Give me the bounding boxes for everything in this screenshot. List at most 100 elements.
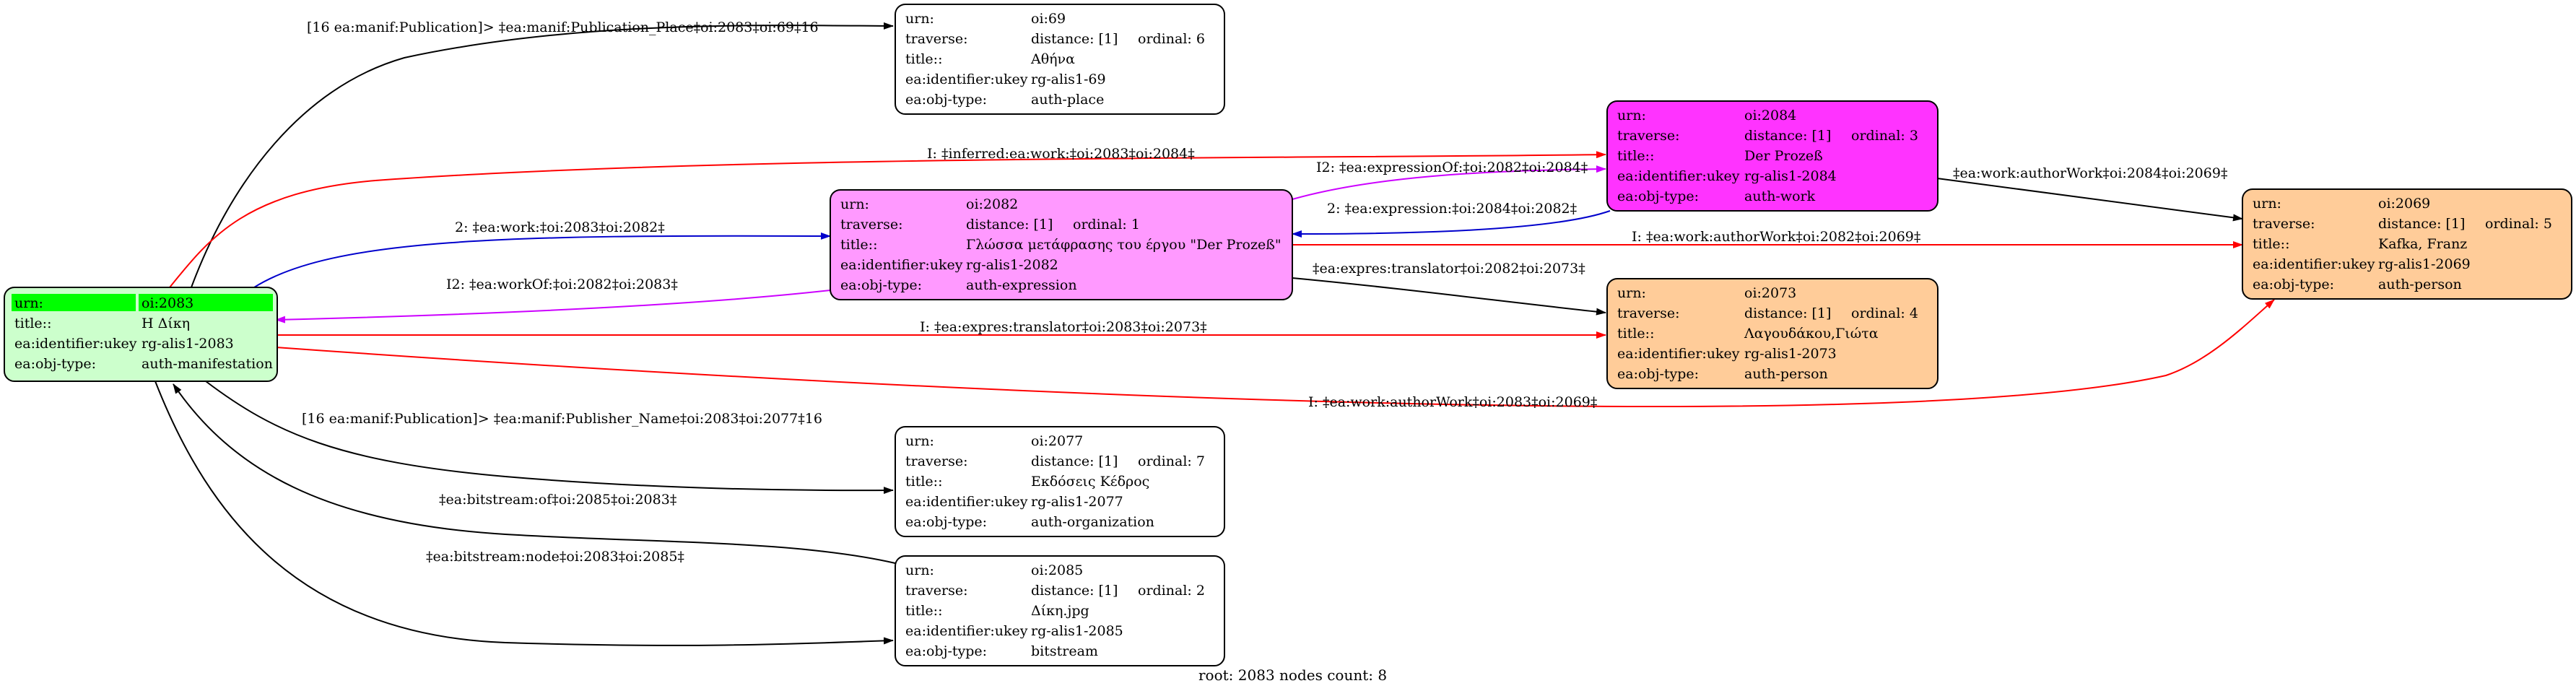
node-row-value: Kafka, Franz <box>2378 236 2467 252</box>
node-row-value: Δίκη.jpg <box>1031 603 1089 619</box>
node-row-key: title:: <box>1617 148 1654 164</box>
edge-publisher <box>205 381 894 495</box>
node-row-key: title:: <box>2253 236 2289 252</box>
node-row-key: urn: <box>905 562 934 578</box>
node-row-key: ea:obj-type: <box>1617 366 1699 382</box>
node-row-key: ea:identifier:ukey <box>14 336 137 352</box>
edge-label-author-work-2083: I: ‡ea:work:authorWork‡oi:2083‡oi:2069‡ <box>1308 394 1597 410</box>
node-row-value: rg-alis1-2082 <box>966 257 1058 273</box>
node-row-value: auth-place <box>1031 92 1104 108</box>
node-row-value: distance: [1] <box>1031 31 1118 47</box>
node-row-value: bitstream <box>1031 643 1098 659</box>
node-row-key: ea:identifier:ukey <box>905 623 1028 639</box>
edge-label-publisher: [16 ea:manif:Publication]> ‡ea:manif:Pub… <box>302 411 822 427</box>
node-row-value: auth-person <box>2378 277 2462 292</box>
node-row-ordinal: ordinal: 6 <box>1138 31 1205 47</box>
edge-bitstream-node <box>155 381 894 646</box>
node-2073[interactable]: urn: oi:2073 traverse: distance: [1] ord… <box>1606 278 1938 389</box>
node-row-value: rg-alis1-69 <box>1031 71 1106 87</box>
node-row-key: ea:identifier:ukey <box>2253 256 2375 272</box>
node-row-key: urn: <box>1617 285 1646 301</box>
edge-label-translator-2083: I: ‡ea:expres:translator‡oi:2083‡oi:2073… <box>920 319 1207 335</box>
node-row-key: traverse: <box>905 583 968 599</box>
edge-label-inferred-work: I: ‡inferred:ea:work:‡oi:2083‡oi:2084‡ <box>927 146 1195 162</box>
edge-author-work-2083 <box>275 299 2275 408</box>
edge-label-author-work-2084: ‡ea:work:authorWork‡oi:2084‡oi:2069‡ <box>1953 165 2227 181</box>
node-row-value: Εκδόσεις Κέδρος <box>1031 474 1149 490</box>
node-row-key: ea:obj-type: <box>905 514 987 530</box>
node-row-ordinal: ordinal: 7 <box>1138 453 1205 469</box>
node-row-value: rg-alis1-2085 <box>1031 623 1123 639</box>
node-row-value: distance: [1] <box>1744 128 1831 144</box>
node-row-value: auth-manifestation <box>142 356 273 372</box>
edge-label-expression: 2: ‡ea:expression:‡oi:2084‡oi:2082‡ <box>1327 201 1577 217</box>
node-row-value: oi:2084 <box>1744 108 1796 123</box>
node-row-key: traverse: <box>905 453 968 469</box>
node-row-key: title:: <box>905 474 942 490</box>
nodes-layer: urn: oi:2083 title:: Η Δίκη ea:identifie… <box>4 4 2572 666</box>
node-row-key: ea:obj-type: <box>840 277 922 293</box>
node-row-key: title:: <box>14 316 51 331</box>
node-row-value: distance: [1] <box>1031 583 1118 599</box>
edge-author-work-2084 <box>1936 178 2243 222</box>
node-row-key: title:: <box>905 603 942 619</box>
node-2084[interactable]: urn: oi:2084 traverse: distance: [1] ord… <box>1606 100 1938 212</box>
node-row-key: traverse: <box>1617 305 1680 321</box>
node-row-key: traverse: <box>840 217 903 232</box>
node-row-key: urn: <box>840 196 869 212</box>
node-2069[interactable]: urn: oi:2069 traverse: distance: [1] ord… <box>2242 188 2572 300</box>
edge-bitstream-of <box>173 383 896 564</box>
edge-publication-place <box>191 22 894 288</box>
node-row-value: Der Prozeß <box>1744 148 1823 164</box>
node-2085[interactable]: urn: oi:2085 traverse: distance: [1] ord… <box>895 555 1225 666</box>
edges-layer: [16 ea:manif:Publication]> ‡ea:manif:Pub… <box>155 19 2275 646</box>
node-row-ordinal: ordinal: 3 <box>1851 128 1918 144</box>
node-row-value: distance: [1] <box>966 217 1053 232</box>
node-row-value: oi:2077 <box>1031 433 1083 449</box>
node-2082[interactable]: urn: oi:2082 traverse: distance: [1] ord… <box>830 189 1293 300</box>
node-69[interactable]: urn: oi:69 traverse: distance: [1] ordin… <box>895 4 1225 115</box>
node-row-key: urn: <box>1617 108 1646 123</box>
edge-label-author-work-2082: I: ‡ea:work:authorWork‡oi:2082‡oi:2069‡ <box>1632 229 1920 245</box>
node-row-value: distance: [1] <box>1744 305 1831 321</box>
node-row-value: auth-work <box>1744 188 1816 204</box>
node-row-key: urn: <box>905 11 934 27</box>
edge-expression <box>1292 210 1611 238</box>
edge-label-bitstream-of: ‡ea:bitstream:of‡oi:2085‡oi:2083‡ <box>439 492 676 508</box>
node-row-key: ea:identifier:ukey <box>905 71 1028 87</box>
node-row-key: ea:obj-type: <box>905 643 987 659</box>
node-root-2083[interactable]: urn: oi:2083 title:: Η Δίκη ea:identifie… <box>4 287 278 382</box>
node-row-key: traverse: <box>1617 128 1680 144</box>
node-row-key: ea:obj-type: <box>14 356 96 372</box>
node-2077[interactable]: urn: oi:2077 traverse: distance: [1] ord… <box>895 426 1225 537</box>
node-row-value: Η Δίκη <box>142 316 190 331</box>
node-row-key: traverse: <box>2253 216 2315 232</box>
node-row-ordinal: ordinal: 4 <box>1851 305 1918 321</box>
edge-label-publication-place: [16 ea:manif:Publication]> ‡ea:manif:Pub… <box>307 19 819 35</box>
root-urn-key-highlight <box>12 294 136 311</box>
node-row-key: ea:identifier:ukey <box>1617 168 1740 184</box>
node-row-value: distance: [1] <box>2378 216 2465 232</box>
node-row-key: ea:obj-type: <box>2253 277 2334 292</box>
node-row-key: traverse: <box>905 31 968 47</box>
node-row-key: title:: <box>840 237 877 253</box>
node-row-key: ea:identifier:ukey <box>1617 346 1740 362</box>
node-row-value: oi:2085 <box>1031 562 1083 578</box>
root-urn-value-highlight <box>139 294 273 311</box>
edge-inferred-work <box>169 151 1606 288</box>
edge-label-translator-2082: ‡ea:expres:translator‡oi:2082‡oi:2073‡ <box>1313 261 1585 277</box>
node-row-value: rg-alis1-2073 <box>1744 346 1837 362</box>
edge-translator-2082 <box>1292 277 1606 316</box>
node-row-ordinal: ordinal: 2 <box>1138 583 1205 599</box>
node-row-value: rg-alis1-2069 <box>2378 256 2471 272</box>
node-row-key: urn: <box>905 433 934 449</box>
edge-label-work: 2: ‡ea:work:‡oi:2083‡oi:2082‡ <box>455 220 665 235</box>
edge-work <box>253 232 831 288</box>
node-row-value: oi:69 <box>1031 11 1066 27</box>
edge-label-bitstream-node: ‡ea:bitstream:node‡oi:2083‡oi:2085‡ <box>426 549 684 565</box>
node-row-key: urn: <box>2253 196 2281 212</box>
node-row-value: rg-alis1-2084 <box>1744 168 1837 184</box>
node-row-key: title:: <box>1617 326 1654 342</box>
edge-label-work-of: I2: ‡ea:workOf:‡oi:2082‡oi:2083‡ <box>446 277 678 292</box>
